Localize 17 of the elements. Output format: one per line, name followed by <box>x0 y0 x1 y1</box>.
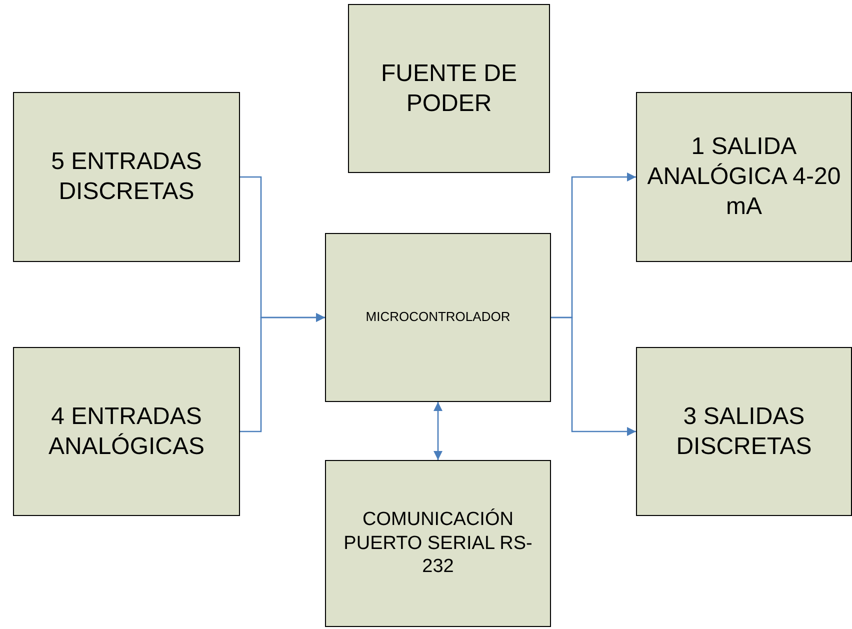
arrow <box>551 316 636 436</box>
block-box <box>325 233 551 402</box>
arrow <box>240 313 325 432</box>
block-label: MICROCONTROLADOR <box>366 309 510 326</box>
block-label: 4 ENTRADAS ANALÓGICAS <box>47 402 206 462</box>
block-label: 3 SALIDAS DISCRETAS <box>675 402 813 462</box>
block-box <box>13 92 240 262</box>
block-label: 1 SALIDA ANALÓGICA 4-20 mA <box>646 132 842 222</box>
block-box <box>325 460 551 627</box>
block-box <box>13 347 240 516</box>
block-box <box>348 4 550 173</box>
arrow <box>434 402 442 460</box>
block-label: COMUNICACIÓN PUERTO SERIAL RS-232 <box>342 508 534 580</box>
block-label: 5 ENTRADAS DISCRETAS <box>50 147 203 207</box>
block-label: FUENTE DE PODER <box>380 58 518 118</box>
block-box <box>636 92 852 262</box>
block-box <box>636 347 852 516</box>
